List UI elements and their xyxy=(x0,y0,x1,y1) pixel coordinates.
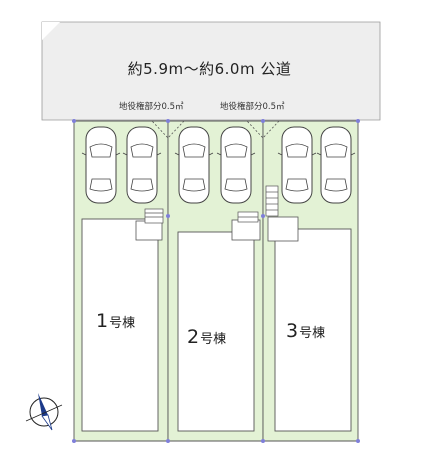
porch-3 xyxy=(267,216,299,242)
steps-2 xyxy=(237,211,259,223)
road-cut-hint xyxy=(42,22,60,40)
north-arrow-icon xyxy=(25,393,63,431)
lot-number-2: 2 xyxy=(187,326,200,348)
porch-2 xyxy=(231,219,261,241)
parked-car-1 xyxy=(81,126,121,204)
lot-label-2: 2号棟 xyxy=(187,326,226,348)
lot-suffix-3: 号棟 xyxy=(299,326,326,341)
road-label: 約5.9m～約6.0m 公道 xyxy=(127,60,292,78)
lot-number-3: 3 xyxy=(286,320,299,342)
easement-label-2: 地役権部分0.5㎡ xyxy=(220,102,285,112)
parked-car-3 xyxy=(174,126,214,204)
lot-suffix-2: 号棟 xyxy=(200,332,227,347)
lot-suffix-1: 号棟 xyxy=(109,316,136,331)
easement-label-1: 地役権部分0.5㎡ xyxy=(119,102,184,112)
parked-car-4 xyxy=(216,126,256,204)
parked-car-6 xyxy=(316,126,356,204)
steps-3 xyxy=(265,185,279,217)
parked-car-2 xyxy=(122,126,162,204)
porch-1 xyxy=(135,220,163,241)
steps-1 xyxy=(144,208,164,224)
public-road xyxy=(41,21,381,121)
building-3 xyxy=(274,228,352,432)
parked-car-5 xyxy=(277,126,317,204)
boundary-points xyxy=(72,119,360,443)
lot-number-1: 1 xyxy=(96,310,109,332)
building-1 xyxy=(81,218,159,432)
lot-label-3: 3号棟 xyxy=(286,320,325,342)
lot-label-1: 1号棟 xyxy=(96,310,135,332)
building-2 xyxy=(177,231,255,432)
